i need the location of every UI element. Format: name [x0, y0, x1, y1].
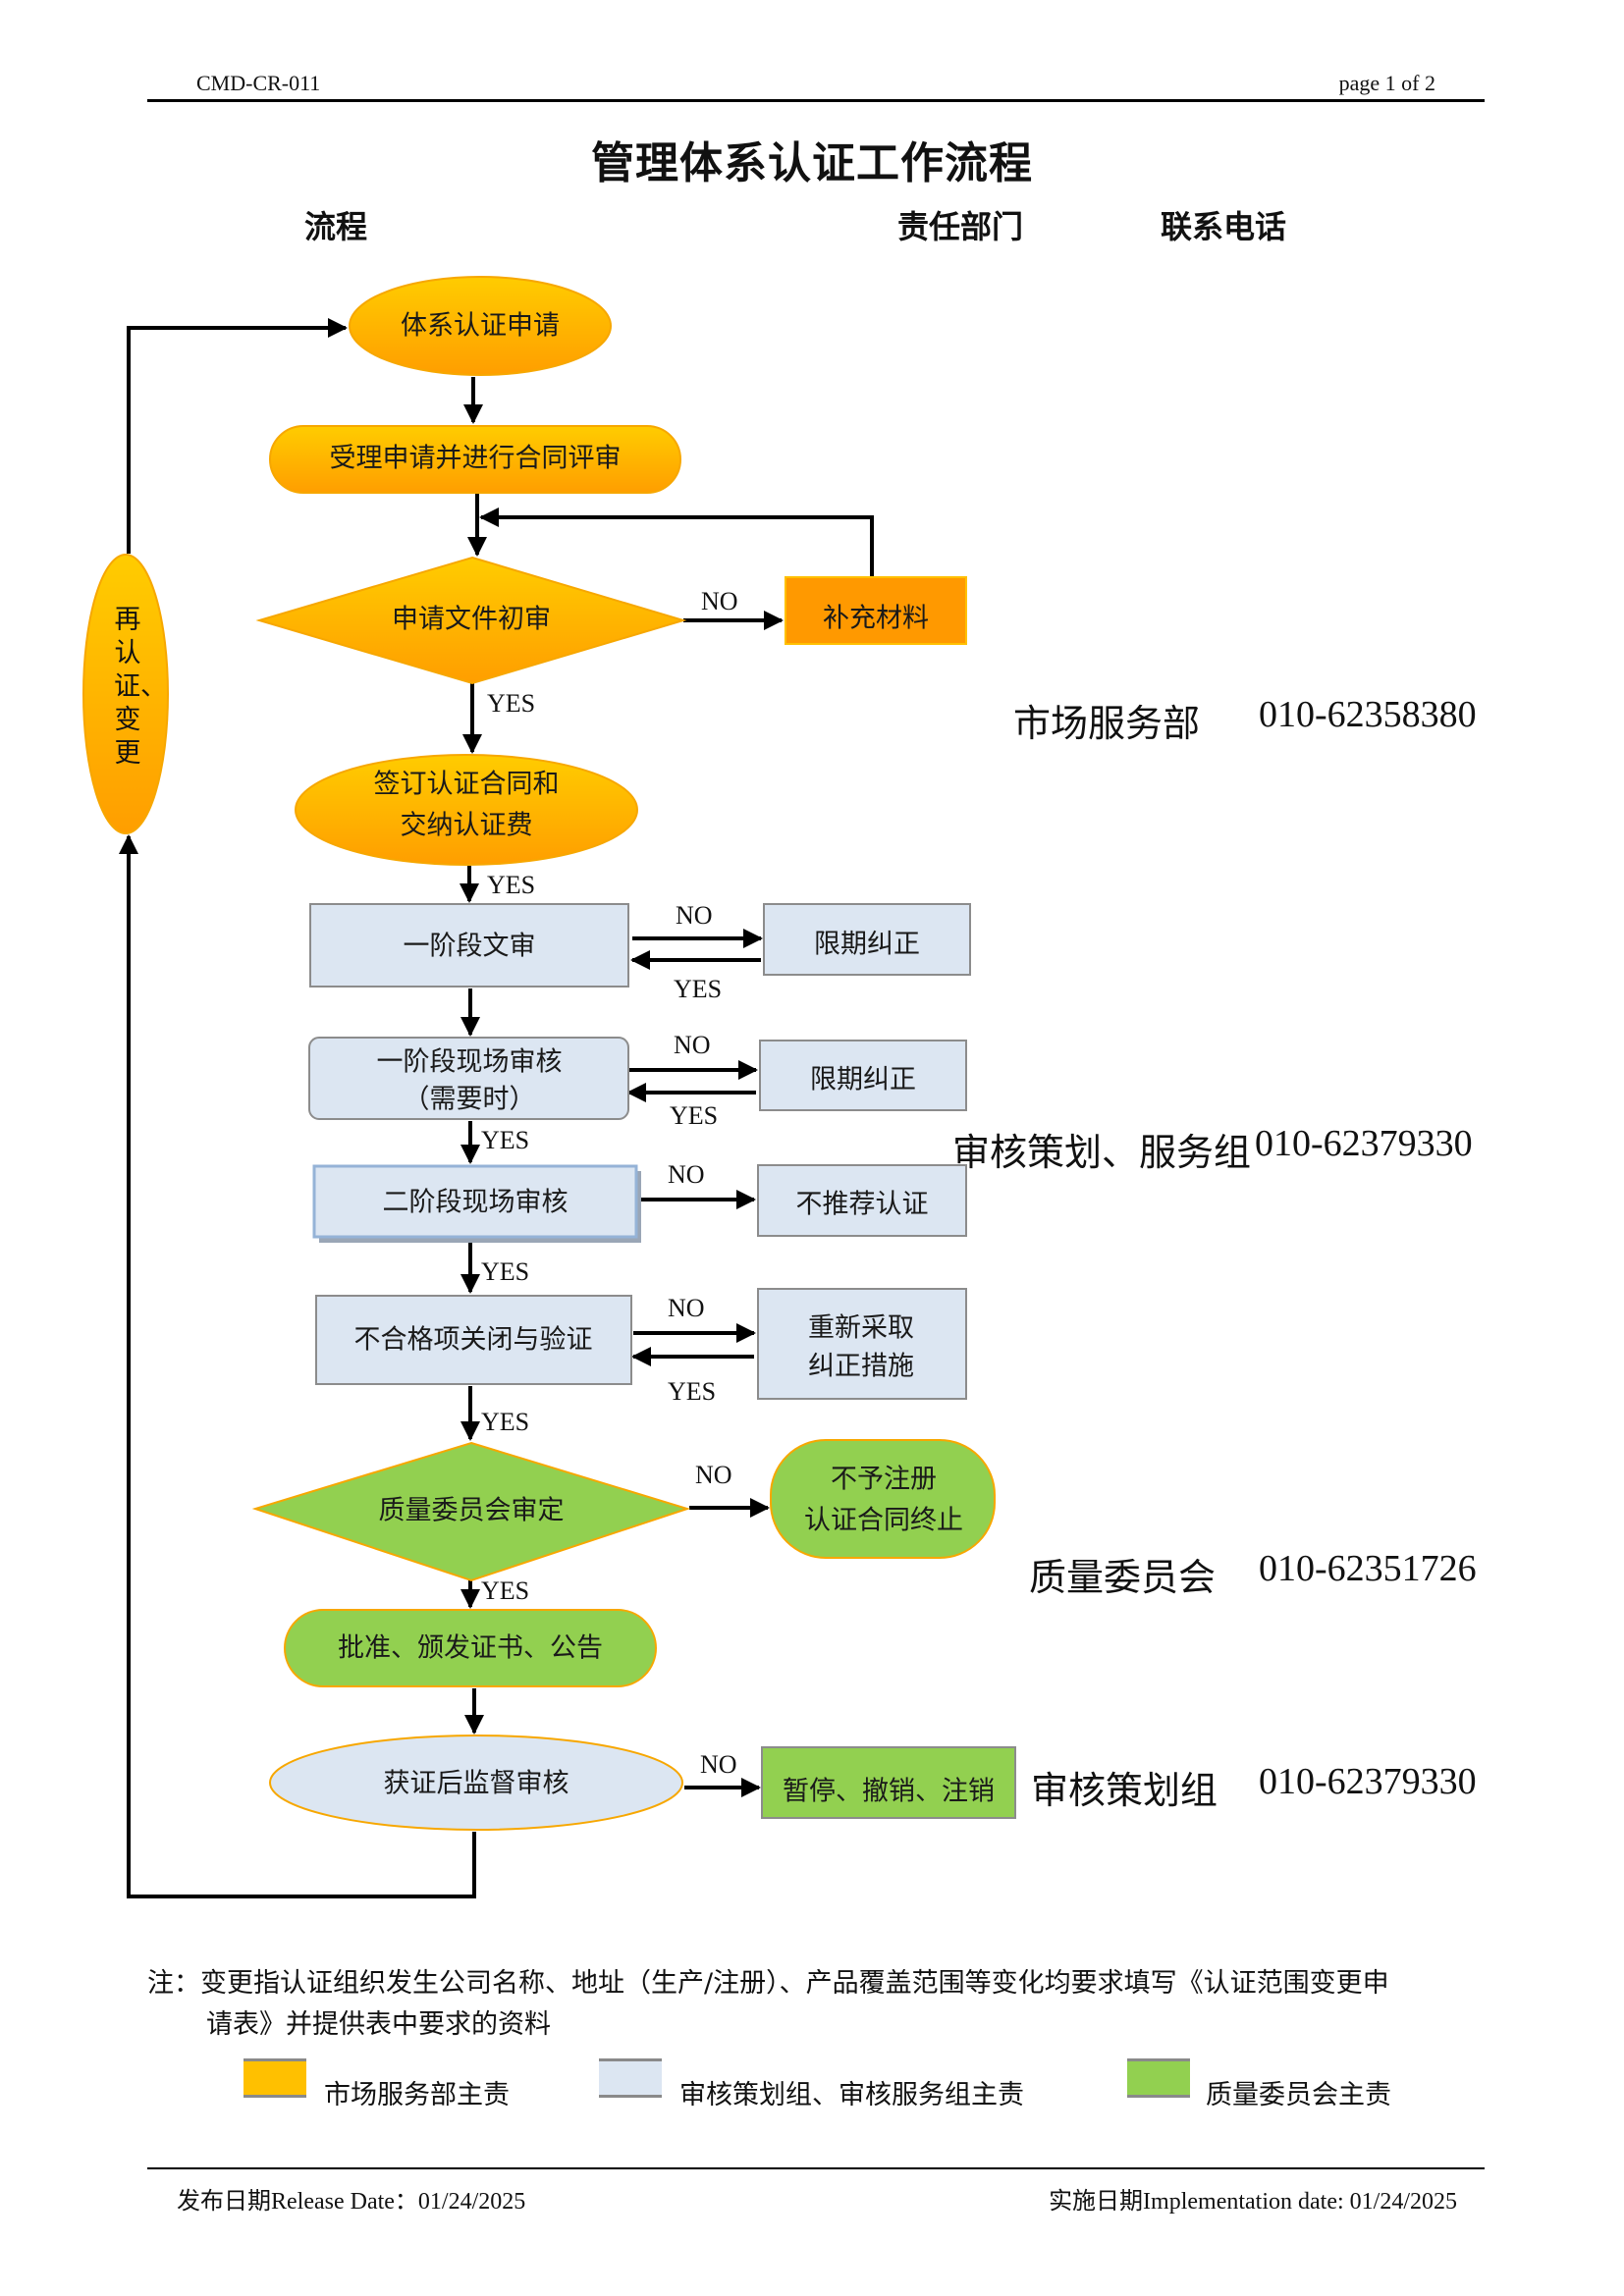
- page-title: 管理体系认证工作流程: [591, 138, 1033, 188]
- node-redo-label-2: 纠正措施: [808, 1352, 914, 1382]
- label-yes: YES: [481, 1257, 530, 1286]
- contact-dept: 质量委员会: [1029, 1558, 1217, 1599]
- node-loop: [82, 554, 169, 834]
- node-supplement-label: 补充材料: [823, 604, 929, 634]
- document-code: CMD-CR-011: [196, 71, 321, 95]
- node-correct-2-label: 限期纠正: [810, 1065, 916, 1095]
- node-correct-1: [763, 903, 971, 976]
- label-yes: YES: [487, 871, 536, 899]
- node-nc-close-label: 不合格项关闭与验证: [354, 1325, 593, 1356]
- release-date: 发布日期Release Date：01/24/2025: [177, 2189, 526, 2215]
- column-heading-phone: 联系电话: [1161, 208, 1287, 245]
- legend-label: 市场服务部主责: [324, 2080, 510, 2110]
- label-no: NO: [674, 1031, 711, 1059]
- node-contract-label-1: 签订认证合同和: [374, 770, 560, 800]
- node-approve-label: 批准、颁发证书、公告: [338, 1633, 603, 1664]
- label-yes: YES: [668, 1377, 717, 1406]
- node-approve: [284, 1609, 657, 1687]
- node-correct-2: [759, 1040, 967, 1111]
- node-stage1-doc: [309, 903, 629, 988]
- node-initial-review: [255, 556, 687, 685]
- node-stage2-site: [312, 1164, 638, 1239]
- label-no: NO: [668, 1294, 705, 1322]
- node-supplement: [785, 576, 967, 645]
- node-not-recommend: [757, 1164, 967, 1237]
- node-stage2-site-label: 二阶段现场审核: [383, 1188, 568, 1218]
- node-reject: [770, 1439, 996, 1559]
- node-loop-label: 再认证、变更: [114, 605, 167, 769]
- label-yes: YES: [674, 975, 723, 1003]
- node-apply: [349, 276, 612, 376]
- node-stage1-doc-label: 一阶段文审: [404, 932, 536, 962]
- note-line-1: 注：变更指认证组织发生公司名称、地址（生产/注册）、产品覆盖范围等变化均要求填写…: [147, 1968, 1389, 1999]
- node-stage1-site-label-1: 一阶段现场审核: [377, 1047, 563, 1078]
- label-yes: YES: [481, 1408, 530, 1436]
- label-yes: YES: [487, 689, 536, 718]
- node-not-recommend-label: 不推荐认证: [796, 1190, 929, 1220]
- label-no: NO: [701, 587, 738, 615]
- label-no: NO: [700, 1750, 737, 1779]
- node-accept-label: 受理申请并进行合同评审: [330, 444, 622, 474]
- legend-swatch-quality: [1127, 2058, 1190, 2098]
- node-correct-1-label: 限期纠正: [814, 930, 920, 960]
- node-contract: [295, 754, 638, 866]
- connector-supplement-return: [479, 507, 874, 577]
- contact-dept: 审核策划、服务组: [952, 1133, 1252, 1174]
- node-redo-label-1: 重新采取: [808, 1313, 914, 1344]
- label-no: NO: [668, 1160, 705, 1189]
- node-nc-close: [315, 1295, 632, 1385]
- label-yes: YES: [481, 1126, 530, 1154]
- implementation-date: 实施日期Implementation date: 01/24/2025: [1049, 2189, 1457, 2215]
- node-stage1-site: [308, 1037, 629, 1120]
- label-no: NO: [676, 901, 713, 930]
- note-line-2: 请表》并提供表中要求的资料: [206, 2009, 551, 2040]
- node-suspend: [761, 1746, 1016, 1819]
- footer-divider: [147, 2167, 1485, 2169]
- node-stage1-site-label-2: （需要时）: [404, 1085, 536, 1115]
- node-initial-review-label: 申请文件初审: [392, 605, 551, 635]
- node-redo: [757, 1288, 967, 1400]
- node-accept: [269, 425, 681, 494]
- legend-swatch-audit: [599, 2058, 662, 2098]
- node-reject-label-1: 不予注册: [831, 1465, 937, 1495]
- header-divider: [147, 99, 1485, 102]
- node-surveillance: [269, 1735, 683, 1831]
- contact-dept: 市场服务部: [1013, 704, 1201, 745]
- node-committee: [251, 1441, 691, 1582]
- contact-phone: 010-62379330: [1255, 1123, 1473, 1164]
- page-indicator: page 1 of 2: [1338, 71, 1435, 95]
- node-apply-label: 体系认证申请: [401, 311, 560, 342]
- legend-swatch-market: [244, 2058, 306, 2098]
- node-committee-label: 质量委员会审定: [379, 1496, 565, 1526]
- legend-label: 审核策划组、审核服务组主责: [679, 2080, 1024, 2110]
- legend-label: 质量委员会主责: [1206, 2080, 1391, 2110]
- node-reject-label-2: 认证合同终止: [804, 1506, 963, 1536]
- column-heading-department: 责任部门: [897, 208, 1024, 245]
- node-suspend-label: 暂停、撤销、注销: [783, 1777, 995, 1807]
- connector-loop-bottom: [119, 834, 476, 1898]
- label-no: NO: [695, 1461, 732, 1489]
- contact-dept: 审核策划组: [1031, 1771, 1218, 1812]
- connector-loop-top: [127, 318, 348, 554]
- node-contract-label-2: 交纳认证费: [401, 811, 533, 841]
- column-heading-flow: 流程: [304, 208, 368, 245]
- contact-phone: 010-62358380: [1259, 694, 1477, 735]
- label-yes: YES: [481, 1576, 530, 1605]
- contact-phone: 010-62379330: [1259, 1761, 1477, 1802]
- node-surveillance-label: 获证后监督审核: [384, 1769, 569, 1799]
- contact-phone: 010-62351726: [1259, 1548, 1477, 1589]
- label-yes: YES: [670, 1101, 719, 1130]
